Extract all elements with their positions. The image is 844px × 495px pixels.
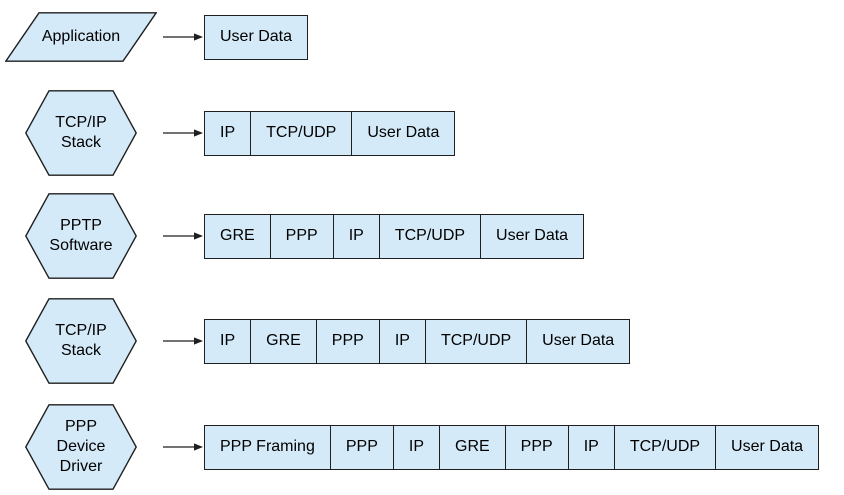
hexagon-outline — [25, 90, 137, 176]
hexagon-outline — [25, 404, 137, 490]
shape-label: TCP/IP Stack — [55, 113, 107, 153]
packet-structure: IP TCP/UDP User Data — [204, 110, 456, 156]
hexagon-outline — [25, 193, 137, 279]
parallelogram-outline — [5, 12, 157, 62]
packet-field-cell: User Data — [526, 319, 629, 363]
shape-label: Application — [42, 27, 120, 47]
encapsulation-row-ppp-device-driver: PPP Device Driver PPP Framing PPP IP GRE… — [0, 404, 820, 490]
packet-structure: GRE PPP IP TCP/UDP User Data — [204, 213, 585, 259]
shape-column: TCP/IP Stack — [0, 298, 162, 384]
encapsulation-row-application: Application User Data — [0, 9, 309, 65]
packet-field-cell: User Data — [715, 425, 818, 469]
shape-column: PPTP Software — [0, 193, 162, 279]
shape-label-line: Driver — [59, 458, 103, 475]
packet-field-cell: TCP/UDP — [424, 319, 526, 363]
packet-field-cell: User Data — [351, 111, 454, 155]
tcpip-stack-shape: TCP/IP Stack — [25, 90, 137, 176]
encapsulation-row-tcpip-stack-2: TCP/IP Stack IP GRE PPP IP TCP/UDP User … — [0, 298, 631, 384]
arrow-icon — [163, 337, 203, 345]
ppp-device-driver-shape: PPP Device Driver — [25, 404, 137, 490]
shape-label-line: Stack — [60, 134, 101, 151]
packet-field-cell: TCP/UDP — [250, 111, 351, 155]
encapsulation-row-pptp-software: PPTP Software GRE PPP IP TCP/UDP User Da… — [0, 193, 585, 279]
packet-field-cell: User Data — [220, 28, 293, 45]
shape-label: PPTP Software — [49, 216, 112, 256]
pptp-software-shape: PPTP Software — [25, 193, 137, 279]
shape-label-line: Stack — [60, 342, 101, 359]
shape-label: PPP Device Driver — [57, 417, 106, 477]
arrow-icon — [163, 33, 203, 41]
shape-label-line: Device — [56, 438, 106, 455]
shape-column: Application — [0, 9, 162, 65]
shape-label-line: PPTP — [60, 217, 102, 234]
tcpip-stack-shape-2: TCP/IP Stack — [25, 298, 137, 384]
arrow-icon — [163, 443, 203, 451]
shape-label-line: TCP/IP — [55, 114, 107, 131]
packet-field-cell: IP — [220, 332, 236, 349]
packet-field-cell: IP — [220, 124, 236, 141]
packet-field-cell: IP — [392, 425, 439, 469]
shape-label-line: TCP/IP — [55, 322, 107, 339]
shape-column: TCP/IP Stack — [0, 89, 162, 177]
packet-field-cell: User Data — [480, 214, 583, 258]
shape-label-line: Software — [49, 237, 113, 254]
packet-field-cell: TCP/UDP — [378, 214, 480, 258]
encapsulation-row-tcpip-stack: TCP/IP Stack IP TCP/UDP User Data — [0, 89, 456, 177]
packet-field-cell: PPP — [329, 425, 393, 469]
application-shape: Application — [5, 12, 157, 62]
packet-field-cell: IP — [332, 214, 379, 258]
shape-label-line: Application — [41, 28, 121, 45]
packet-structure: PPP Framing PPP IP GRE PPP IP TCP/UDP Us… — [204, 424, 820, 470]
packet-field-cell: GRE — [250, 319, 316, 363]
hexagon-outline — [25, 298, 137, 384]
packet-field-cell: TCP/UDP — [613, 425, 715, 469]
packet-field-cell: IP — [378, 319, 425, 363]
shape-column: PPP Device Driver — [0, 404, 162, 490]
arrow-icon — [163, 129, 203, 137]
packet-structure: IP GRE PPP IP TCP/UDP User Data — [204, 318, 631, 364]
packet-structure: User Data — [204, 14, 309, 60]
packet-field-cell: PPP — [504, 425, 568, 469]
packet-field-cell: GRE — [439, 425, 505, 469]
packet-field-cell: PPP — [315, 319, 379, 363]
packet-field-cell: IP — [567, 425, 614, 469]
shape-label-line: PPP — [64, 418, 97, 435]
packet-field-cell: GRE — [220, 227, 255, 244]
packet-field-cell: PPP Framing — [220, 438, 315, 455]
arrow-icon — [163, 232, 203, 240]
packet-field-cell: PPP — [269, 214, 333, 258]
shape-label: TCP/IP Stack — [55, 321, 107, 361]
